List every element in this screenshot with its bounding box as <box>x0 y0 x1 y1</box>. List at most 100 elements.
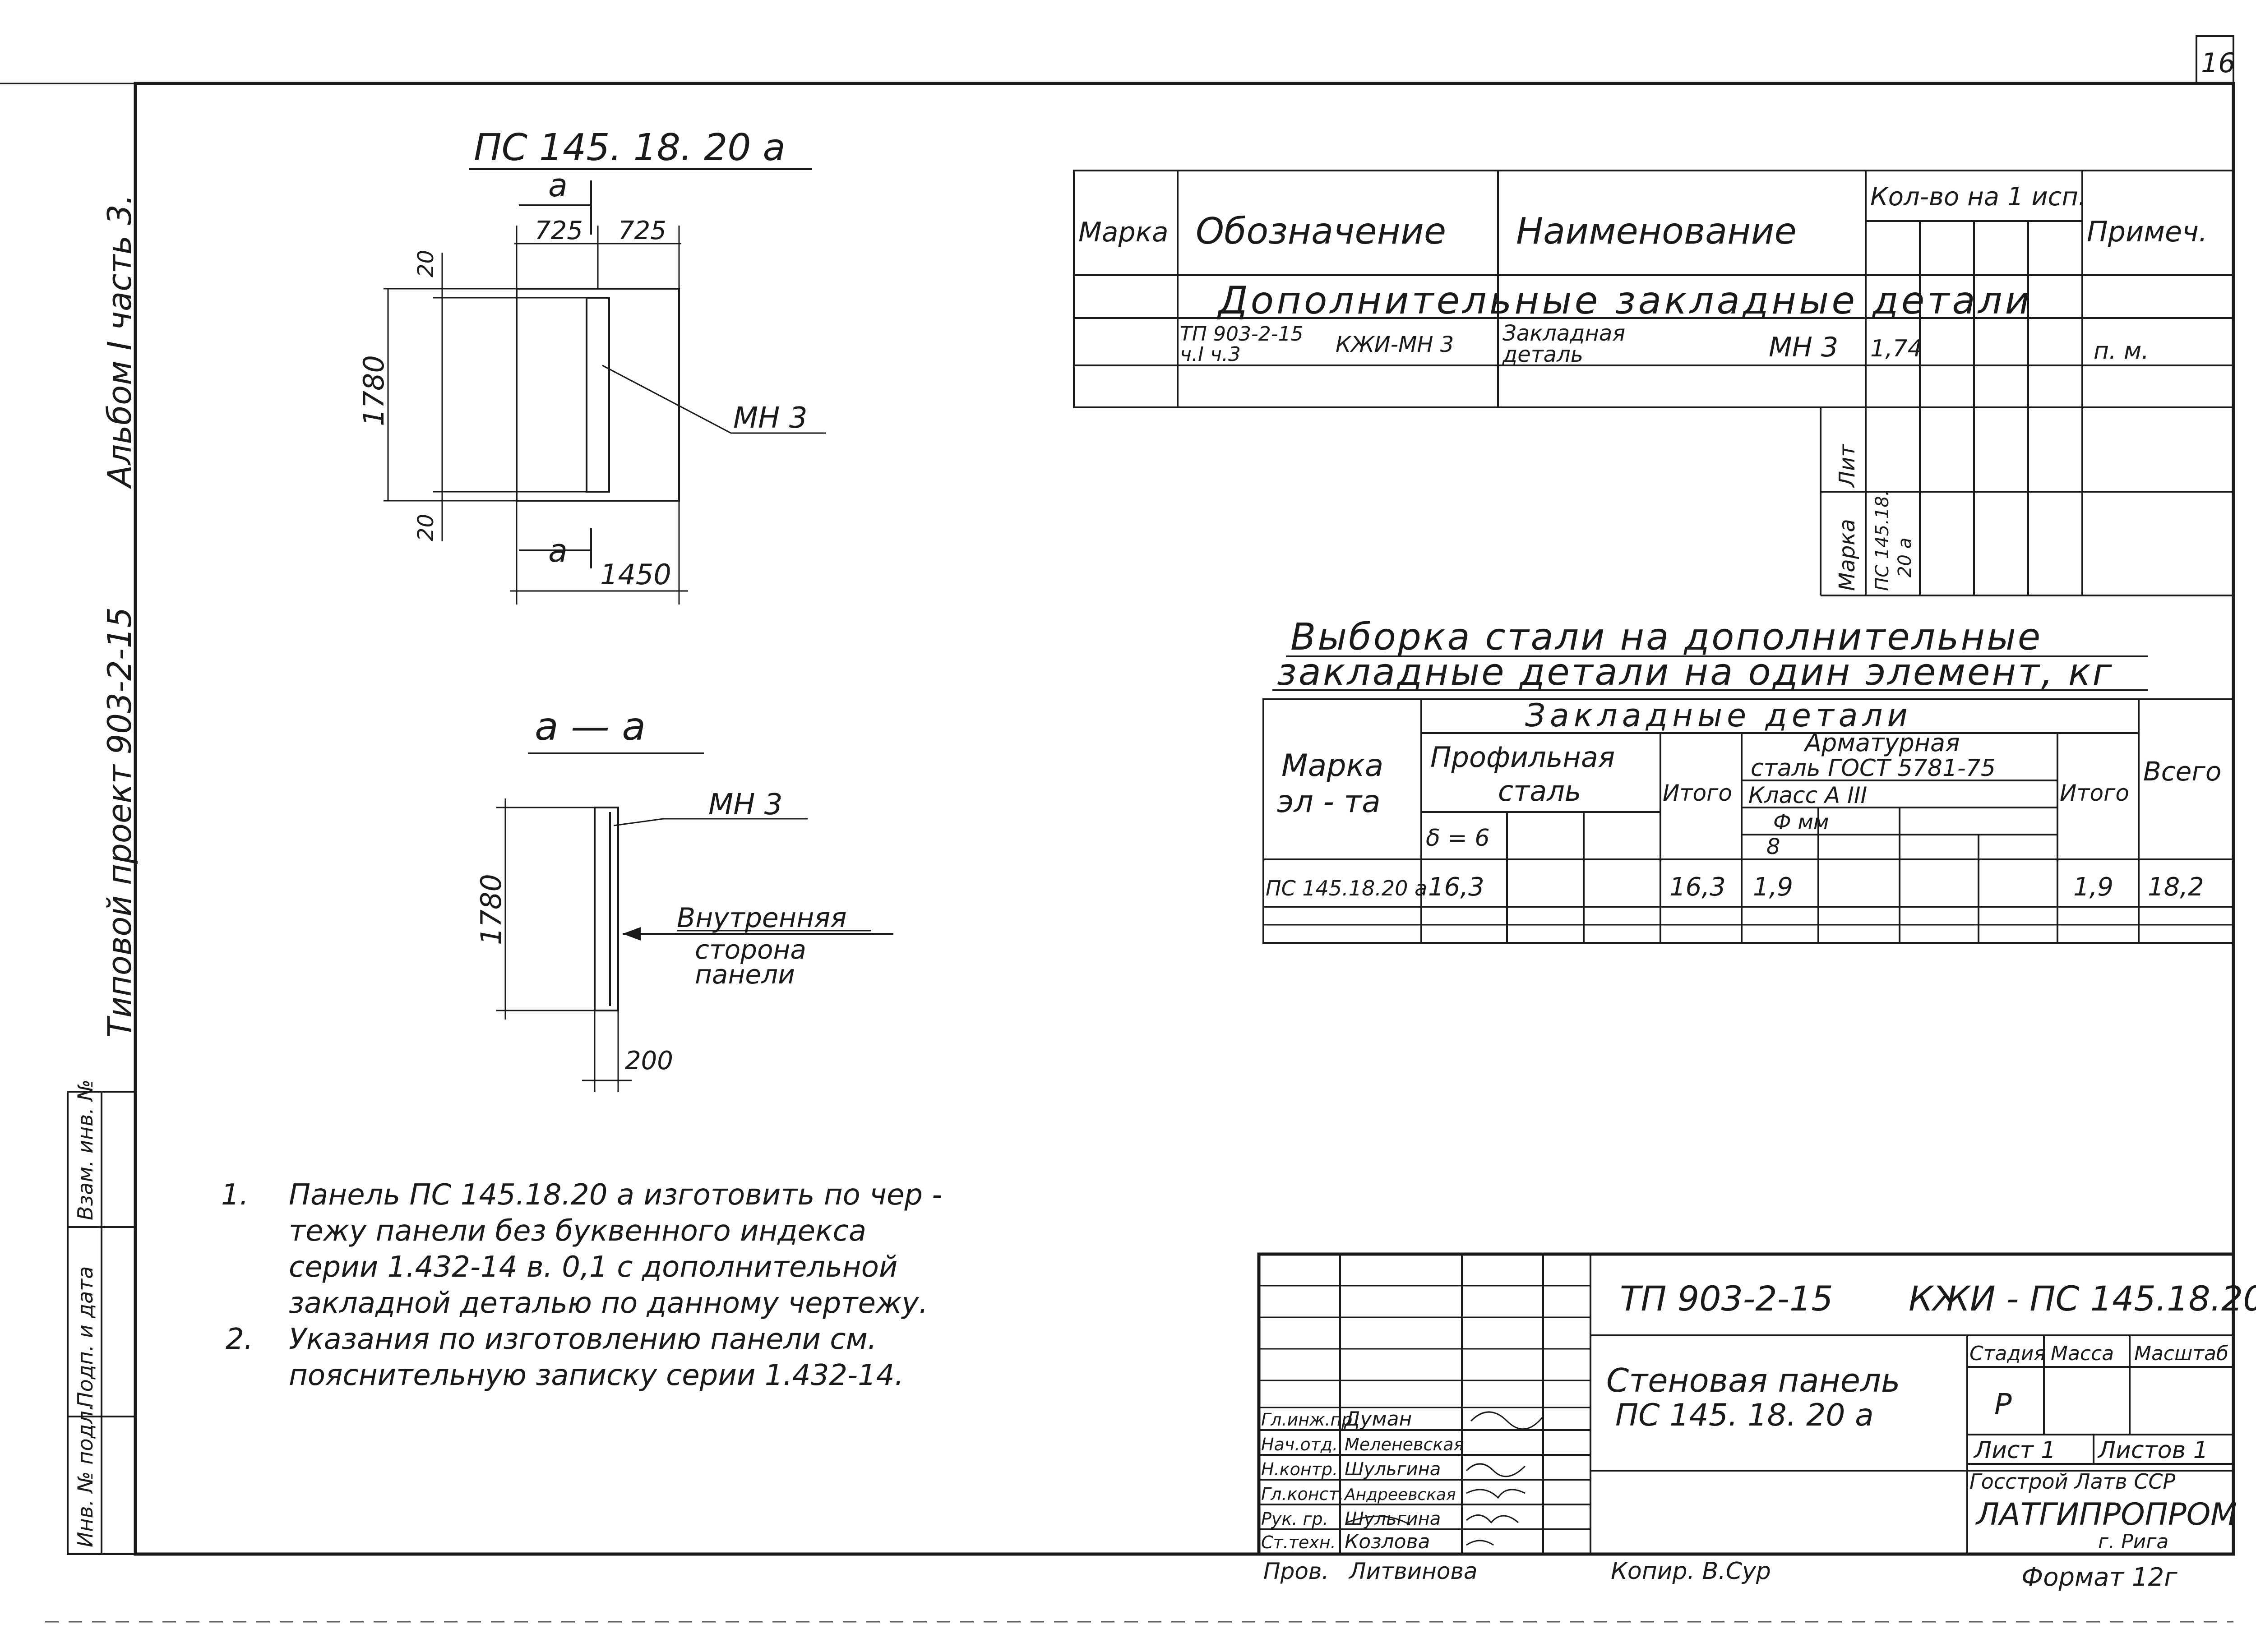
kopir: Копир. В.Сур <box>1611 1558 1771 1585</box>
doc-code-right: КЖИ - ПС 145.18.20 а <box>1909 1278 2256 1319</box>
dim-20-top: 20 <box>413 250 439 277</box>
signer-2-name: Меленевская <box>1345 1435 1464 1454</box>
signer-6-name: Козлова <box>1345 1530 1430 1553</box>
note-1-line-3: серии 1.432-14 в. 0,1 с дополнительной <box>289 1251 898 1284</box>
dim-1780: 1780 <box>357 355 390 426</box>
row-name-2: деталь <box>1502 342 1583 367</box>
steel-klass: Класс А III <box>1748 782 1867 808</box>
row-name-code: МН 3 <box>1769 332 1838 363</box>
tb-org-3: г. Рига <box>2098 1530 2168 1553</box>
header-marka: Марка <box>1078 217 1169 248</box>
signer-5-role: Рук. гр. <box>1261 1509 1328 1529</box>
steel-row-marka: ПС 145.18.20 а <box>1266 876 1427 900</box>
stamp-cell-3: Инв. № подл. <box>73 1404 97 1547</box>
header-oboznachenie: Обозначение <box>1196 210 1446 252</box>
format-label: Формат 12г <box>2021 1563 2177 1592</box>
tb-masshtab-h: Масштаб <box>2134 1342 2228 1365</box>
steel-itogo-2: Итого <box>2060 780 2129 806</box>
sheet-number: 16 <box>2201 47 2235 79</box>
prov-role: Пров. <box>1263 1558 1329 1584</box>
tb-massa-h: Масса <box>2051 1342 2114 1365</box>
project-label: Типовой проект 903-2-15 <box>101 607 139 1038</box>
tb-name-1: Стеновая панель <box>1606 1361 1900 1399</box>
signer-1-role: Гл.инж.пр. <box>1261 1410 1358 1430</box>
section-part-label: МН 3 <box>708 788 782 821</box>
plan-view: ПС 145. 18. 20 а а 725 725 20 20 1780 МН… <box>357 126 826 605</box>
steel-row-itogo1: 16,3 <box>1669 872 1726 902</box>
steel-row-vsego: 18,2 <box>2148 872 2204 902</box>
group-title: Дополнительные закладные детали <box>1216 278 2032 323</box>
inner-side-label-1: Внутренняя <box>677 902 847 934</box>
tb-org-2: ЛАТГИПРОПРОМ <box>1975 1497 2237 1532</box>
steel-phi: Ф мм <box>1773 810 1829 834</box>
spec-table: Марка Обозначение Наименование Кол-во на… <box>1073 170 2234 596</box>
section-dim-1780: 1780 <box>475 874 508 945</box>
dim-725-left: 725 <box>535 216 583 245</box>
plan-panel-outline <box>516 288 680 502</box>
steel-row-itogo2: 1,9 <box>2073 872 2113 902</box>
tb-stadia-h: Стадия <box>1969 1342 2046 1365</box>
row-designation-1: ТП 903-2-15 <box>1180 323 1304 346</box>
note-1-line-2: тежу панели без буквенного индекса <box>289 1214 866 1248</box>
plan-embedded-part <box>586 297 610 493</box>
header-naimenovanie: Наименование <box>1516 210 1797 252</box>
steel-profile-1: Профильная <box>1430 741 1615 774</box>
steel-group: Закладные детали <box>1525 697 1912 734</box>
signer-4-role: Гл.конст. <box>1261 1484 1344 1504</box>
signer-1-name: Думан <box>1344 1407 1412 1431</box>
steel-rebar-2: сталь ГОСТ 5781-75 <box>1751 755 1996 782</box>
section-mark-top: а <box>548 167 568 204</box>
steel-table: Выборка стали на дополнительные закладны… <box>1262 616 2234 944</box>
signature-scribbles <box>1346 1411 1544 1546</box>
note-1-line-4: закладной деталью по данному чертежу. <box>289 1287 928 1320</box>
header-qty: Кол-во на 1 исп. <box>1870 182 2086 212</box>
marka-value-1: ПС 145.18. <box>1872 490 1893 591</box>
tb-list: Лист 1 <box>1973 1437 2056 1464</box>
album-label: Альбом I часть 3. <box>101 194 139 489</box>
dim-20-bottom: 20 <box>413 514 439 541</box>
steel-d8: 8 <box>1766 834 1780 859</box>
signer-3-role: Н.контр. <box>1261 1459 1338 1479</box>
prov-name: Литвинова <box>1348 1558 1478 1584</box>
tb-org-1: Госстрой Латв ССР <box>1969 1469 2176 1494</box>
note-1-line-1: Панель ПС 145.18.20 а изготовить по чер … <box>289 1178 942 1212</box>
signer-2-role: Нач.отд. <box>1261 1435 1338 1454</box>
steel-itogo-1: Итого <box>1663 780 1732 806</box>
tb-name-2: ПС 145. 18. 20 а <box>1615 1398 1874 1433</box>
steel-delta: δ = 6 <box>1426 825 1490 852</box>
section-panel <box>594 807 619 1011</box>
section-view: а — а 1780 МН 3 Внутренняя сторона панел… <box>475 704 893 1092</box>
inner-side-label-2: сторона <box>695 934 806 965</box>
title-block: ТП 903-2-15 КЖИ - ПС 145.18.20 а Стенова… <box>1257 1252 2256 1592</box>
row-name-1: Закладная <box>1502 321 1625 346</box>
note-2-line-1: Указания по изготовлению панели см. <box>289 1323 877 1356</box>
lit-label: Лит <box>1835 443 1860 488</box>
steel-rebar-1: Арматурная <box>1803 729 1960 757</box>
section-title: а — а <box>535 704 646 749</box>
notes: 1. Панель ПС 145.18.20 а изготовить по ч… <box>221 1178 942 1392</box>
steel-row-profile: 16,3 <box>1428 872 1484 902</box>
steel-row-rebar: 1,9 <box>1753 872 1793 902</box>
row-qty: 1,74 <box>1870 335 1923 362</box>
header-primech: Примеч. <box>2087 215 2208 248</box>
steel-profile-2: сталь <box>1498 775 1581 808</box>
row-designation-2: ч.I ч.3 <box>1180 343 1241 366</box>
note-2-line-2: пояснительную записку серии 1.432-14. <box>289 1359 904 1392</box>
plan-part-label: МН 3 <box>733 401 807 435</box>
signer-6-role: Ст.техн. <box>1261 1532 1336 1552</box>
stamp-cell-1: Взам. инв. № <box>73 1080 97 1220</box>
stamp-cell-2: Подп. и дата <box>73 1266 97 1407</box>
row-code: КЖИ-МН 3 <box>1336 332 1454 357</box>
steel-marka-2: эл - та <box>1277 784 1381 820</box>
tb-stadia: Р <box>1994 1388 2012 1421</box>
dim-725-right: 725 <box>618 216 666 245</box>
steel-title-1: Выборка стали на дополнительные <box>1290 616 2042 659</box>
note-1-num: 1. <box>221 1178 249 1212</box>
signer-3-name: Шульгина <box>1345 1459 1441 1480</box>
marka-value-2: 20 а <box>1895 538 1915 577</box>
dim-1450: 1450 <box>600 558 671 591</box>
steel-title-2: закладные детали на один элемент, кг <box>1277 651 2114 694</box>
marka-vertical: Марка <box>1835 519 1860 591</box>
sheet-number-box <box>2196 35 2234 84</box>
